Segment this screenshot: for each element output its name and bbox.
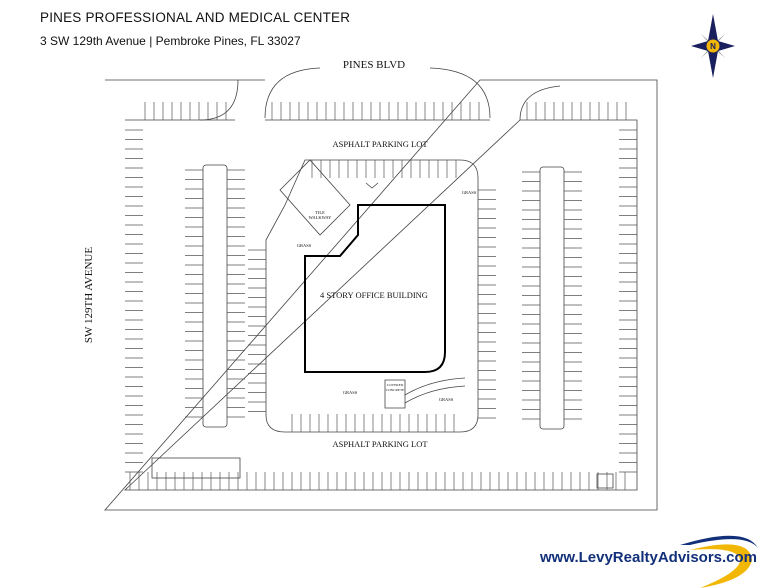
entrance-curve — [429, 67, 491, 119]
grass-label: GRASS — [343, 390, 358, 395]
parking-label-bottom: ASPHALT PARKING LOT — [332, 439, 428, 449]
entrance-curve — [519, 85, 561, 121]
tile-walkway — [279, 159, 351, 236]
brand-swoosh — [690, 544, 752, 588]
road-label-left: SW 129TH AVENUE — [83, 247, 95, 343]
tile-label-2: WALKWAY — [309, 215, 333, 220]
grass-label: GRASS — [462, 190, 477, 195]
side-walkway — [404, 377, 466, 396]
parking-stalls — [125, 102, 637, 490]
office-building — [304, 204, 446, 373]
address-subtitle: 3 SW 129th Avenue | Pembroke Pines, FL 3… — [40, 34, 301, 48]
tile-label-1: TILE — [315, 210, 325, 215]
page-title: PINES PROFESSIONAL AND MEDICAL CENTER — [40, 10, 351, 25]
entrance-curve — [199, 79, 239, 121]
grass-label: GRASS — [439, 397, 454, 402]
covered-label-2: CONCRETE — [386, 388, 404, 392]
road-label-top: PINES BLVD — [343, 59, 405, 71]
compass-icon: N — [691, 14, 735, 78]
building-label: 4 STORY OFFICE BUILDING — [320, 290, 428, 300]
covered-label-1: COVERED — [387, 383, 404, 387]
grass-label: GRASS — [297, 243, 312, 248]
parking-label-top: ASPHALT PARKING LOT — [332, 139, 428, 149]
covered-concrete — [384, 379, 406, 409]
brand-website-link[interactable]: www.LevyRealtyAdvisors.com — [540, 549, 758, 566]
brand-swoosh-blue — [680, 535, 758, 548]
entrance-curve — [264, 67, 321, 119]
compass-letter: N — [710, 42, 716, 51]
